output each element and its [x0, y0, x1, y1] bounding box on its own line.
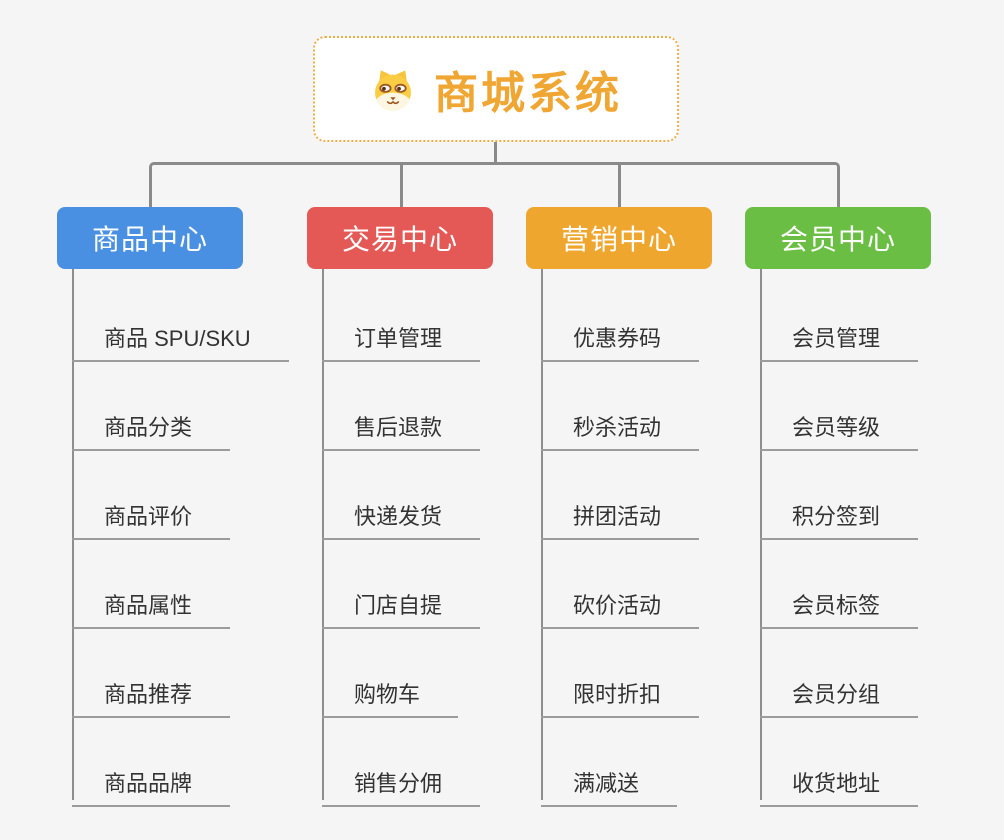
leaf-node-product-review[interactable]: 商品评价 — [72, 495, 231, 540]
leaf-node-member-management[interactable]: 会员管理 — [760, 317, 919, 362]
leaf-node-order-management[interactable]: 订单管理 — [322, 317, 481, 362]
branch-node-marketing-center[interactable]: 营销中心 — [526, 207, 712, 269]
leaf-node-member-level[interactable]: 会员等级 — [760, 406, 919, 451]
connector-drop-trade-center — [400, 162, 403, 209]
connector-trunk-marketing-center — [541, 269, 543, 800]
branch-member-center: 会员中心 会员管理 会员等级 积分签到 会员标签 会员分组 收货地址 — [745, 207, 995, 807]
leaf-node-spend-save[interactable]: 满减送 — [541, 762, 678, 807]
leaf-node-express-shipping[interactable]: 快递发货 — [322, 495, 481, 540]
root-title: 商城系统 — [434, 69, 622, 118]
leaf-node-bargain-event[interactable]: 砍价活动 — [541, 584, 700, 629]
leaf-node-store-pickup[interactable]: 门店自提 — [322, 584, 481, 629]
connector-root-stem — [494, 141, 497, 164]
leaf-node-product-category[interactable]: 商品分类 — [72, 406, 231, 451]
connector-trunk-product-center — [72, 269, 74, 800]
leaf-node-product-attribute[interactable]: 商品属性 — [72, 584, 231, 629]
leaf-node-coupon-code[interactable]: 优惠券码 — [541, 317, 700, 362]
connector-trunk-member-center — [760, 269, 762, 800]
leaf-node-flash-sale[interactable]: 秒杀活动 — [541, 406, 700, 451]
connector-trunk-trade-center — [322, 269, 324, 800]
leaf-node-product-recommend[interactable]: 商品推荐 — [72, 673, 231, 718]
leaf-node-group-buy[interactable]: 拼团活动 — [541, 495, 700, 540]
connector-bus — [149, 162, 840, 209]
leaf-node-shipping-address[interactable]: 收货地址 — [760, 762, 919, 807]
dog-face-icon — [370, 66, 416, 112]
leaf-node-sales-commission[interactable]: 销售分佣 — [322, 762, 481, 807]
leaf-node-product-spu-sku[interactable]: 商品 SPU/SKU — [72, 317, 289, 362]
branch-marketing-center: 营销中心 优惠券码 秒杀活动 拼团活动 砍价活动 限时折扣 满减送 — [526, 207, 776, 807]
leaf-node-member-tag[interactable]: 会员标签 — [760, 584, 919, 629]
leaf-node-shopping-cart[interactable]: 购物车 — [322, 673, 459, 718]
branch-product-center: 商品中心 商品 SPU/SKU 商品分类 商品评价 商品属性 商品推荐 商品品牌 — [57, 207, 307, 807]
branch-trade-center: 交易中心 订单管理 售后退款 快递发货 门店自提 购物车 销售分佣 — [307, 207, 557, 807]
root-node[interactable]: 商城系统 — [313, 36, 679, 142]
connector-drop-marketing-center — [618, 162, 621, 209]
leaf-node-member-group[interactable]: 会员分组 — [760, 673, 919, 718]
branch-node-trade-center[interactable]: 交易中心 — [307, 207, 493, 269]
leaf-node-product-brand[interactable]: 商品品牌 — [72, 762, 231, 807]
branch-node-product-center[interactable]: 商品中心 — [57, 207, 243, 269]
leaf-node-aftersale-refund[interactable]: 售后退款 — [322, 406, 481, 451]
leaf-node-points-checkin[interactable]: 积分签到 — [760, 495, 919, 540]
branch-node-member-center[interactable]: 会员中心 — [745, 207, 931, 269]
leaf-node-time-discount[interactable]: 限时折扣 — [541, 673, 700, 718]
